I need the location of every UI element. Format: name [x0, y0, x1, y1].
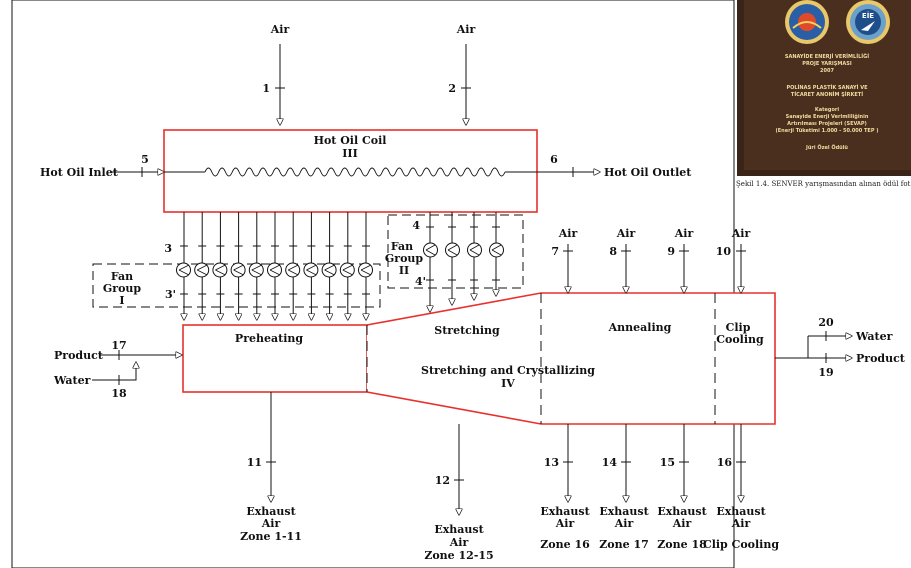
water-outlet-label: Water	[855, 330, 893, 343]
stream-8-label: 8	[609, 245, 617, 258]
fan-icon	[446, 243, 460, 257]
stream-9-label: 9	[667, 245, 675, 258]
stream-3p-label: 3'	[165, 288, 176, 301]
exhaust-15: 15 Exhaust Air Zone 18	[657, 424, 707, 551]
plaque-line-2: PROJE YARIŞMASI	[802, 61, 852, 67]
annealing-label: Annealing	[608, 321, 672, 334]
exhaust-14-zone: Zone 17	[599, 538, 649, 551]
product-inlet-label: Product	[54, 349, 104, 362]
fan-group-1-label-c: I	[119, 294, 124, 307]
exhaust-12-air: Air	[449, 536, 469, 549]
stretching-annealing-body: Stretching Stretching and Crystallizing …	[367, 293, 775, 424]
fan-icon	[424, 243, 438, 257]
stream-7-label: 7	[551, 245, 559, 258]
fan-group-2-label-c: II	[399, 264, 409, 277]
exhaust-14: 14 Exhaust Air Zone 17	[599, 424, 649, 551]
hot-oil-coil-unit: Hot Oil Coil III	[164, 130, 537, 212]
eie-badge-text: EİE	[862, 11, 874, 20]
fan-group-1: Fan Group I 3 3'	[93, 212, 380, 320]
exhaust-16-zone: Clip Cooling	[703, 538, 779, 551]
stream-18-label: 18	[111, 387, 127, 400]
stream-12-label: 12	[435, 474, 450, 487]
air-inlet-7: Air 7	[551, 227, 577, 293]
air-label-10: Air	[731, 227, 751, 240]
plaque-line-6: Kategori	[815, 107, 840, 113]
air-inlet-9: Air 9	[667, 227, 693, 293]
exhaust-11-air: Air	[261, 517, 281, 530]
preheating-zone: Preheating	[183, 325, 367, 392]
stretching-label: Stretching	[434, 324, 500, 337]
eie-logo-icon: EİE	[846, 0, 890, 44]
stretching-crystallizing-number: IV	[501, 377, 515, 390]
preheating-label: Preheating	[235, 332, 303, 345]
air-inlet-1: Air 1	[262, 23, 289, 125]
exhaust-13-zone: Zone 16	[540, 538, 590, 551]
figure-caption: Şekil 1.4. SENVER yarışmasından alınan ö…	[736, 180, 911, 188]
stream-19-label: 19	[818, 366, 833, 379]
senver-logo-icon	[785, 0, 829, 44]
fan-icon	[468, 243, 482, 257]
fan-group-2-ducts	[424, 212, 504, 312]
plaque-line-1: SANAYİDE ENERJİ VERİMLİLİĞİ	[785, 53, 869, 60]
exhaust-12: 12 Exhaust Air Zone 12-15	[424, 424, 493, 562]
fan-group-2: Fan Group II 4 4'	[385, 212, 523, 312]
air-label-8: Air	[616, 227, 636, 240]
air-label-1: Air	[270, 23, 290, 36]
hot-oil-coil-title: Hot Oil Coil	[314, 134, 387, 147]
stream-10-label: 10	[716, 245, 732, 258]
plaque-line-8: Artırılması Projeleri (SEVAP)	[787, 121, 867, 127]
water-inlet-label: Water	[53, 374, 91, 387]
award-plaque: EİE SANAYİDE ENERJİ VERİMLİLİĞİ PROJE YA…	[737, 0, 911, 176]
exhaust-11: 11 Exhaust Air Zone 1-11	[240, 392, 302, 543]
exhaust-11-zone: Zone 1-11	[240, 530, 302, 543]
exhaust-16: 16 Exhaust Air Clip Cooling	[703, 424, 779, 551]
air-label-2: Air	[456, 23, 476, 36]
stretching-body-outline	[367, 293, 775, 424]
air-label-7: Air	[558, 227, 578, 240]
plaque-line-3: 2007	[820, 68, 834, 74]
exhaust-15-zone: Zone 18	[657, 538, 707, 551]
stream-11-label: 11	[247, 456, 262, 469]
fan-group-1-ducts	[177, 212, 373, 320]
plaque-line-9: (Enerji Tüketimi 1.000 - 50.000 TEP )	[775, 128, 878, 134]
stream-16-label: 16	[717, 456, 733, 469]
hot-oil-outlet-label: Hot Oil Outlet	[604, 166, 692, 179]
stream-20-label: 20	[818, 316, 834, 329]
plaque-line-7: Sanayide Enerji Verimliliğinin	[786, 114, 869, 120]
hot-oil-coil-number: III	[342, 147, 357, 160]
plaque-line-4: POLİNAS PLASTİK SANAYİ VE	[786, 84, 868, 91]
exhaust-15-air: Air	[672, 517, 692, 530]
exhaust-16-air: Air	[731, 517, 751, 530]
plaque-line-10: Jüri Özel Ödülü	[805, 144, 848, 151]
exhaust-13: 13 Exhaust Air Zone 16	[540, 424, 590, 551]
stream-4-label: 4	[412, 219, 420, 232]
hot-oil-inlet-label: Hot Oil Inlet	[40, 166, 119, 179]
product-outlet-label: Product	[856, 352, 906, 365]
stream-1-label: 1	[262, 82, 270, 95]
exhaust-12-zone: Zone 12-15	[424, 549, 493, 562]
exhaust-12-label: Exhaust	[434, 523, 484, 536]
clip-cooling-label-b: Cooling	[716, 333, 764, 346]
product-inlet: Product 17 Water 18	[53, 339, 182, 400]
product-water-outlet: 20 19 Water Product	[775, 316, 906, 379]
fan-icon	[490, 243, 504, 257]
stream-6-label: 6	[550, 153, 558, 166]
air-inlet-8: Air 8	[609, 227, 635, 293]
stream-3-label: 3	[164, 242, 172, 255]
stream-5-label: 5	[141, 153, 149, 166]
stream-2-label: 2	[448, 82, 456, 95]
stream-17-label: 17	[111, 339, 126, 352]
air-inlet-2: Air 2	[448, 23, 475, 125]
stream-14-label: 14	[602, 456, 618, 469]
air-label-9: Air	[674, 227, 694, 240]
stretching-crystallizing-label: Stretching and Crystallizing	[421, 364, 595, 377]
air-inlet-10: Air 10	[716, 227, 751, 293]
exhaust-13-air: Air	[555, 517, 575, 530]
stream-4p-label: 4'	[415, 275, 426, 288]
stream-13-label: 13	[544, 456, 559, 469]
stream-15-label: 15	[660, 456, 675, 469]
exhaust-14-air: Air	[614, 517, 634, 530]
plaque-line-5: TİCARET ANONİM ŞİRKETİ	[791, 91, 863, 98]
